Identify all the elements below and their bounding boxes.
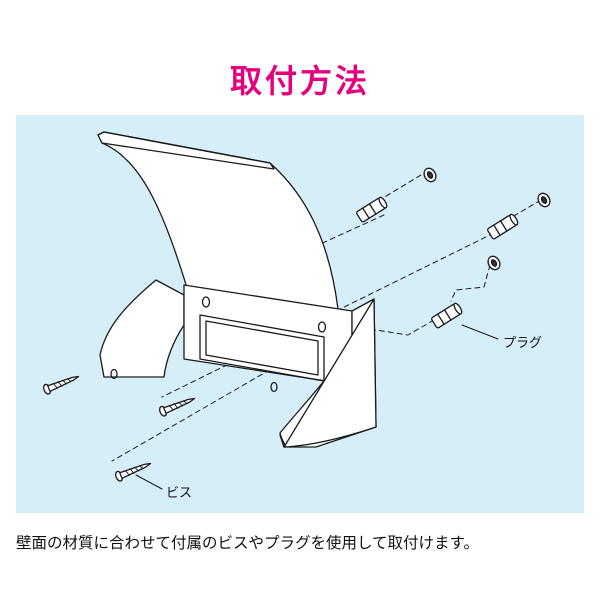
left-bracket [99, 279, 185, 378]
wall-holes [423, 167, 551, 271]
screws [43, 375, 196, 482]
plug-leader [461, 324, 499, 340]
diagram-panel: プラグ ビス [16, 115, 584, 513]
plug-label: プラグ [503, 336, 543, 351]
installation-diagram [43, 131, 551, 490]
screw-leader [135, 474, 163, 490]
instruction-caption: 壁面の材質に合わせて付属のビスやプラグを使用して取付けます。 [16, 534, 479, 552]
wall-plugs [356, 196, 519, 329]
screw-label: ビス [166, 486, 193, 501]
page-title: 取付方法 [229, 62, 370, 100]
